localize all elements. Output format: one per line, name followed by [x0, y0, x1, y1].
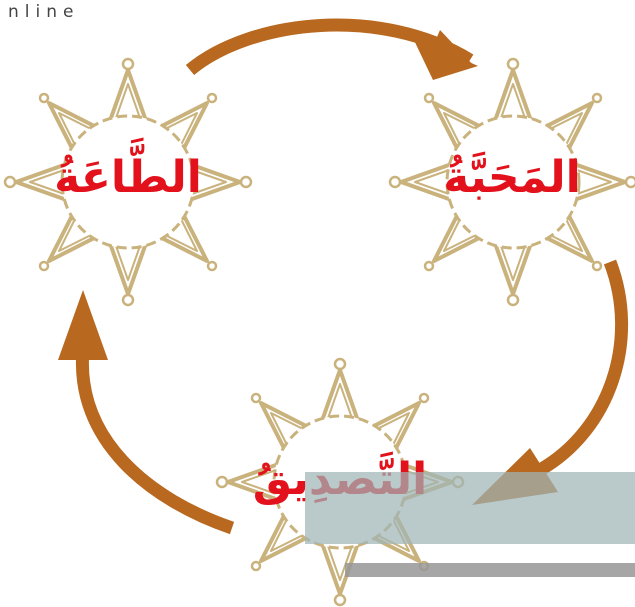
node-label-love: المَحَبَّةُ [443, 152, 581, 203]
arrow-right [536, 259, 628, 476]
arrow-left [75, 349, 235, 535]
overlay-shadow-bar [345, 563, 635, 577]
node-label-obedience: الطَّاعَةُ [54, 152, 202, 203]
logo-fragment: nline [8, 2, 80, 22]
overlay-panel [305, 472, 635, 544]
arrow-top-head-main [412, 36, 478, 80]
arrow-top [185, 18, 474, 76]
arrow-left-head [58, 290, 108, 360]
